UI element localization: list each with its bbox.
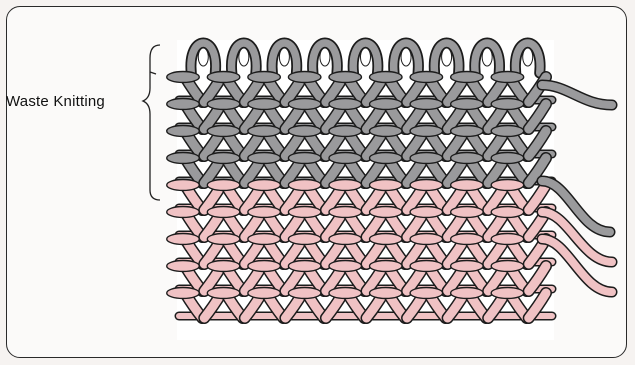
stitch-bump [329, 180, 362, 191]
loop-opening [523, 48, 533, 66]
stitch-bump [410, 234, 443, 245]
stitch-bump [167, 72, 200, 83]
stitch-bump [248, 126, 281, 137]
loop-opening [198, 48, 208, 66]
stitch-bump [451, 261, 484, 272]
stitch-bump [491, 207, 524, 218]
stitch-bump [167, 261, 200, 272]
loop-opening [401, 48, 411, 66]
stitch-bump [451, 234, 484, 245]
loop-opening [482, 48, 492, 66]
stitch-bump [207, 261, 240, 272]
stitch-bump [207, 126, 240, 137]
stitch-bump [167, 99, 200, 110]
stitch-bump [491, 126, 524, 137]
stitch-bump [248, 72, 281, 83]
stitch-bump [248, 207, 281, 218]
stitch-bump [370, 126, 403, 137]
stitch-bump [207, 72, 240, 83]
stitch-bump [288, 126, 321, 137]
stitch-bump [248, 99, 281, 110]
loop-opening [279, 48, 289, 66]
stitch-bump [288, 261, 321, 272]
stitch-bump [451, 180, 484, 191]
waste-bracket [143, 45, 160, 200]
stitch-bump [288, 207, 321, 218]
stitch-bump [491, 99, 524, 110]
loop-opening [442, 48, 452, 66]
stitch-bump [329, 288, 362, 299]
stitch-bump [288, 288, 321, 299]
stitch-bump [491, 288, 524, 299]
stitch-bump [248, 234, 281, 245]
stitch-bump [207, 288, 240, 299]
stitch-bump [248, 180, 281, 191]
stitch-bump [370, 153, 403, 164]
stitch-bump [167, 234, 200, 245]
stitch-bump [491, 72, 524, 83]
stitch-bump [288, 153, 321, 164]
stitch-bump [207, 180, 240, 191]
stitch-bump [410, 180, 443, 191]
stitch-bump [410, 288, 443, 299]
loop-opening [361, 48, 371, 66]
stitch-bump [248, 261, 281, 272]
loop-opening [239, 48, 249, 66]
stitch-bump [248, 153, 281, 164]
stitch-bump [167, 180, 200, 191]
stitch-bump [451, 72, 484, 83]
stitch-bump [329, 72, 362, 83]
stitch-bump [329, 207, 362, 218]
stitch-bump [329, 234, 362, 245]
stitch-bump [491, 153, 524, 164]
stitch-bump [491, 261, 524, 272]
stitch-bump [491, 234, 524, 245]
stitch-bump [410, 99, 443, 110]
stitch-bump [410, 153, 443, 164]
stitch-bump [167, 153, 200, 164]
stitch-bump [451, 126, 484, 137]
stitch-bump [491, 180, 524, 191]
stitch-bump [451, 99, 484, 110]
stitch-bump [167, 126, 200, 137]
stitch-bump [167, 288, 200, 299]
stitch-bump [329, 261, 362, 272]
stitch-bump [329, 126, 362, 137]
stitch-bump [370, 99, 403, 110]
stitch-bump [288, 180, 321, 191]
stitch-bump [167, 207, 200, 218]
stitch-bump [248, 288, 281, 299]
knitted-fabric [167, 40, 612, 340]
stitch-bump [451, 207, 484, 218]
stitch-bump [370, 261, 403, 272]
stitch-bump [410, 207, 443, 218]
stitch-bump [207, 234, 240, 245]
stitch-bump [329, 99, 362, 110]
stitch-bump [410, 72, 443, 83]
stitch-bump [410, 261, 443, 272]
loop-opening [320, 48, 330, 66]
stitch-bump [370, 72, 403, 83]
stitch-bump [207, 207, 240, 218]
stitch-bump [451, 153, 484, 164]
stitch-bump [370, 180, 403, 191]
stitch-bump [288, 234, 321, 245]
stitch-bump [288, 99, 321, 110]
stitch-bump [410, 126, 443, 137]
stitch-bump [370, 234, 403, 245]
stitch-bump [451, 288, 484, 299]
stitch-bump [370, 288, 403, 299]
stitch-bump [329, 153, 362, 164]
stitch-bump [370, 207, 403, 218]
stitch-bump [207, 99, 240, 110]
stitch-bump [207, 153, 240, 164]
stitch-bump [288, 72, 321, 83]
